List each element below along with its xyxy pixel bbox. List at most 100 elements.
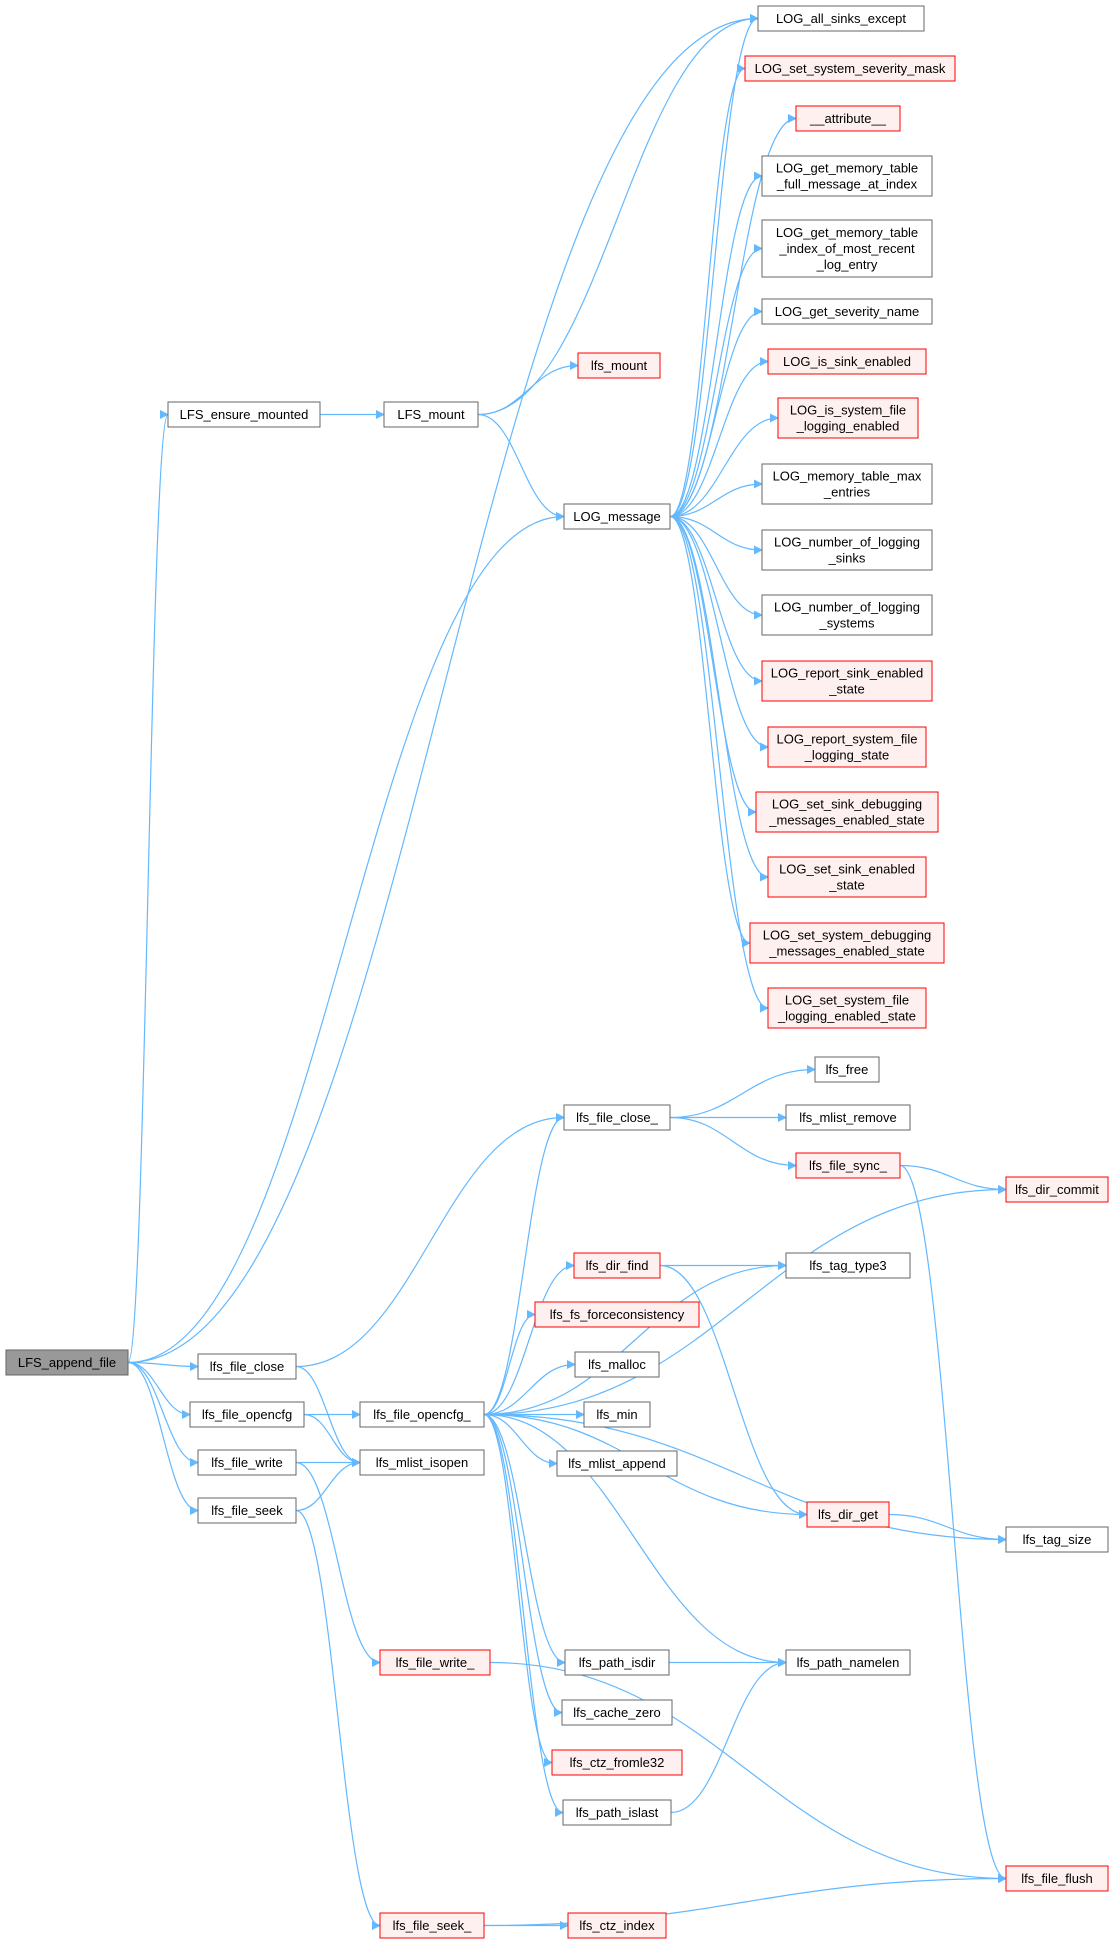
node-lfs-file-write[interactable]: lfs_file_write_ <box>379 1649 491 1676</box>
node-log-get-memory-table-index-of-most-recent-log-entry[interactable]: LOG_get_memory_table_index_of_most_recen… <box>761 219 933 278</box>
node-lfs-cache-zero[interactable]: lfs_cache_zero <box>561 1699 673 1726</box>
edge-log-message-to-log-set-system-debugging-messages-enabled-state <box>669 515 751 948</box>
node-lfs-malloc[interactable]: lfs_malloc <box>574 1351 660 1378</box>
node-lfs-file-flush[interactable]: lfs_file_flush <box>1005 1865 1109 1892</box>
node-label: LOG_is_sink_enabled <box>783 354 911 369</box>
node-label: lfs_dir_commit <box>1015 1182 1099 1197</box>
node-label: LOG_report_system_file <box>777 732 918 747</box>
node-lfs-min[interactable]: lfs_min <box>583 1401 651 1428</box>
node-label: LFS_append_file <box>18 1355 116 1370</box>
node-log-report-sink-enabled-state[interactable]: LOG_report_sink_enabled_state <box>761 660 933 702</box>
node-box <box>795 105 901 132</box>
node-lfs-file-opencfg[interactable]: lfs_file_opencfg_ <box>359 1401 485 1428</box>
node-box <box>755 791 939 833</box>
node-label: _full_message_at_index <box>776 177 918 192</box>
node-box <box>777 397 919 439</box>
node-log-message[interactable]: LOG_message <box>563 503 671 530</box>
edge-log-message-to-log-set-sink-enabled-state <box>669 515 769 882</box>
node-log-number-of-logging-systems[interactable]: LOG_number_of_logging_systems <box>761 594 933 636</box>
node-box <box>814 1056 880 1083</box>
edge-lfs-file-write-to-lfs-file-write <box>295 1461 381 1667</box>
node-lfs-append-file[interactable]: LFS_append_file <box>5 1349 129 1376</box>
node-label: lfs_tag_size <box>1023 1532 1092 1547</box>
edge-lfs-file-opencfg-to-lfs-dir-commit <box>483 1185 1007 1416</box>
node-box <box>761 298 933 325</box>
node-label: _logging_enabled_state <box>777 1009 916 1024</box>
node-label: lfs_file_opencfg_ <box>373 1407 471 1422</box>
node-lfs-file-write[interactable]: lfs_file_write <box>197 1449 297 1476</box>
node-label: lfs_dir_get <box>818 1507 878 1522</box>
node-box <box>383 401 479 428</box>
node-lfs-path-isdir[interactable]: lfs_path_isdir <box>564 1649 670 1676</box>
node-lfs-mlist-remove[interactable]: lfs_mlist_remove <box>785 1104 911 1131</box>
node-label: lfs_malloc <box>588 1357 646 1372</box>
edge-lfs-file-seek-to-lfs-mlist-isopen <box>295 1458 361 1512</box>
node-label: _messages_enabled_state <box>768 813 924 828</box>
node-lfs-mount[interactable]: lfs_mount <box>577 352 661 379</box>
node-log-is-sink-enabled[interactable]: LOG_is_sink_enabled <box>767 348 927 375</box>
node-box <box>767 348 927 375</box>
node-lfs-mount[interactable]: LFS_mount <box>383 401 479 428</box>
edge-lfs-file-opencfg-to-lfs-malloc <box>483 1360 576 1416</box>
node-label: LOG_set_system_debugging <box>763 928 931 943</box>
node-log-all-sinks-except[interactable]: LOG_all_sinks_except <box>757 5 925 32</box>
nodes-layer: LFS_append_file LFS_ensure_mounted LFS_mou… <box>5 5 1109 1939</box>
node-lfs-file-close[interactable]: lfs_file_close <box>197 1353 297 1380</box>
node-box <box>761 463 933 505</box>
edge-lfs-append-file-to-lfs-file-write <box>127 1361 199 1467</box>
node-lfs-file-seek[interactable]: lfs_file_seek <box>197 1497 297 1524</box>
edge-lfs-file-opencfg-to-lfs-file-close <box>483 1113 565 1416</box>
node-log-set-system-file-logging-enabled-state[interactable]: LOG_set_system_file_logging_enabled_stat… <box>767 987 927 1029</box>
node-lfs-tag-size[interactable]: lfs_tag_size <box>1005 1526 1109 1553</box>
node-box <box>785 1649 911 1676</box>
edge-lfs-mount-to-lfs-mount <box>477 361 579 416</box>
node-box <box>761 660 933 702</box>
node-log-report-system-file-logging-state[interactable]: LOG_report_system_file_logging_state <box>767 726 927 768</box>
edge-lfs-append-file-to-log-all-sinks-except <box>127 14 759 1364</box>
edge-lfs-file-opencfg-to-lfs-tag-size <box>483 1413 1007 1544</box>
node-label: LOG_get_memory_table <box>776 161 918 176</box>
node-lfs-file-seek[interactable]: lfs_file_seek_ <box>379 1912 485 1939</box>
edge-log-message-to-log-number-of-logging-sinks <box>669 515 763 555</box>
node-lfs-file-sync[interactable]: lfs_file_sync_ <box>795 1152 901 1179</box>
node-lfs-dir-commit[interactable]: lfs_dir_commit <box>1005 1176 1109 1203</box>
node-label: lfs_file_close <box>210 1359 284 1374</box>
node-log-get-memory-table-full-message-at-index[interactable]: LOG_get_memory_table_full_message_at_ind… <box>761 155 933 197</box>
node-box <box>197 1497 297 1524</box>
node-lfs-path-namelen[interactable]: lfs_path_namelen <box>785 1649 911 1676</box>
node-lfs-path-islast[interactable]: lfs_path_islast <box>562 1799 672 1826</box>
edge-lfs-dir-find-to-lfs-dir-get <box>659 1264 808 1519</box>
edge-lfs-mount-to-log-all-sinks-except <box>477 14 759 416</box>
node-lfs-ensure-mounted[interactable]: LFS_ensure_mounted <box>167 401 321 428</box>
node-lfs-fs-forceconsistency[interactable]: lfs_fs_forceconsistency <box>534 1301 700 1328</box>
edge-log-message-to-log-memory-table-max-entries <box>669 479 763 518</box>
node-lfs-dir-get[interactable]: lfs_dir_get <box>806 1501 890 1528</box>
node-log-memory-table-max-entries[interactable]: LOG_memory_table_max_entries <box>761 463 933 505</box>
node-label: LOG_is_system_file <box>790 403 906 418</box>
node-attribute[interactable]: __attribute__ <box>795 105 901 132</box>
node-lfs-file-opencfg[interactable]: lfs_file_opencfg <box>189 1401 305 1428</box>
node-lfs-ctz-index[interactable]: lfs_ctz_index <box>567 1912 667 1939</box>
edge-log-message-to-log-set-system-severity-mask <box>669 64 746 518</box>
node-log-is-system-file-logging-enabled[interactable]: LOG_is_system_file_logging_enabled <box>777 397 919 439</box>
node-box <box>767 856 927 898</box>
node-lfs-file-close[interactable]: lfs_file_close_ <box>563 1104 671 1131</box>
node-log-set-sink-debugging-messages-enabled-state[interactable]: LOG_set_sink_debugging_messages_enabled_… <box>755 791 939 833</box>
node-log-get-severity-name[interactable]: LOG_get_severity_name <box>761 298 933 325</box>
node-box <box>767 987 927 1029</box>
edge-log-message-to-log-get-severity-name <box>669 307 763 518</box>
node-log-set-sink-enabled-state[interactable]: LOG_set_sink_enabled_state <box>767 856 927 898</box>
edge-lfs-append-file-to-lfs-file-close <box>127 1361 199 1371</box>
node-label: _state <box>828 878 864 893</box>
node-lfs-tag-type3[interactable]: lfs_tag_type3 <box>785 1252 911 1279</box>
node-lfs-ctz-fromle32[interactable]: lfs_ctz_fromle32 <box>551 1749 683 1776</box>
node-log-set-system-severity-mask[interactable]: LOG_set_system_severity_mask <box>744 55 956 82</box>
node-log-set-system-debugging-messages-enabled-state[interactable]: LOG_set_system_debugging_messages_enable… <box>749 922 945 964</box>
node-box <box>806 1501 890 1528</box>
node-lfs-mlist-isopen[interactable]: lfs_mlist_isopen <box>359 1449 485 1476</box>
node-lfs-free[interactable]: lfs_free <box>814 1056 880 1083</box>
node-lfs-mlist-append[interactable]: lfs_mlist_append <box>556 1450 678 1477</box>
node-lfs-dir-find[interactable]: lfs_dir_find <box>573 1252 661 1279</box>
node-log-number-of-logging-sinks[interactable]: LOG_number_of_logging_sinks <box>761 529 933 571</box>
node-box <box>379 1649 491 1676</box>
